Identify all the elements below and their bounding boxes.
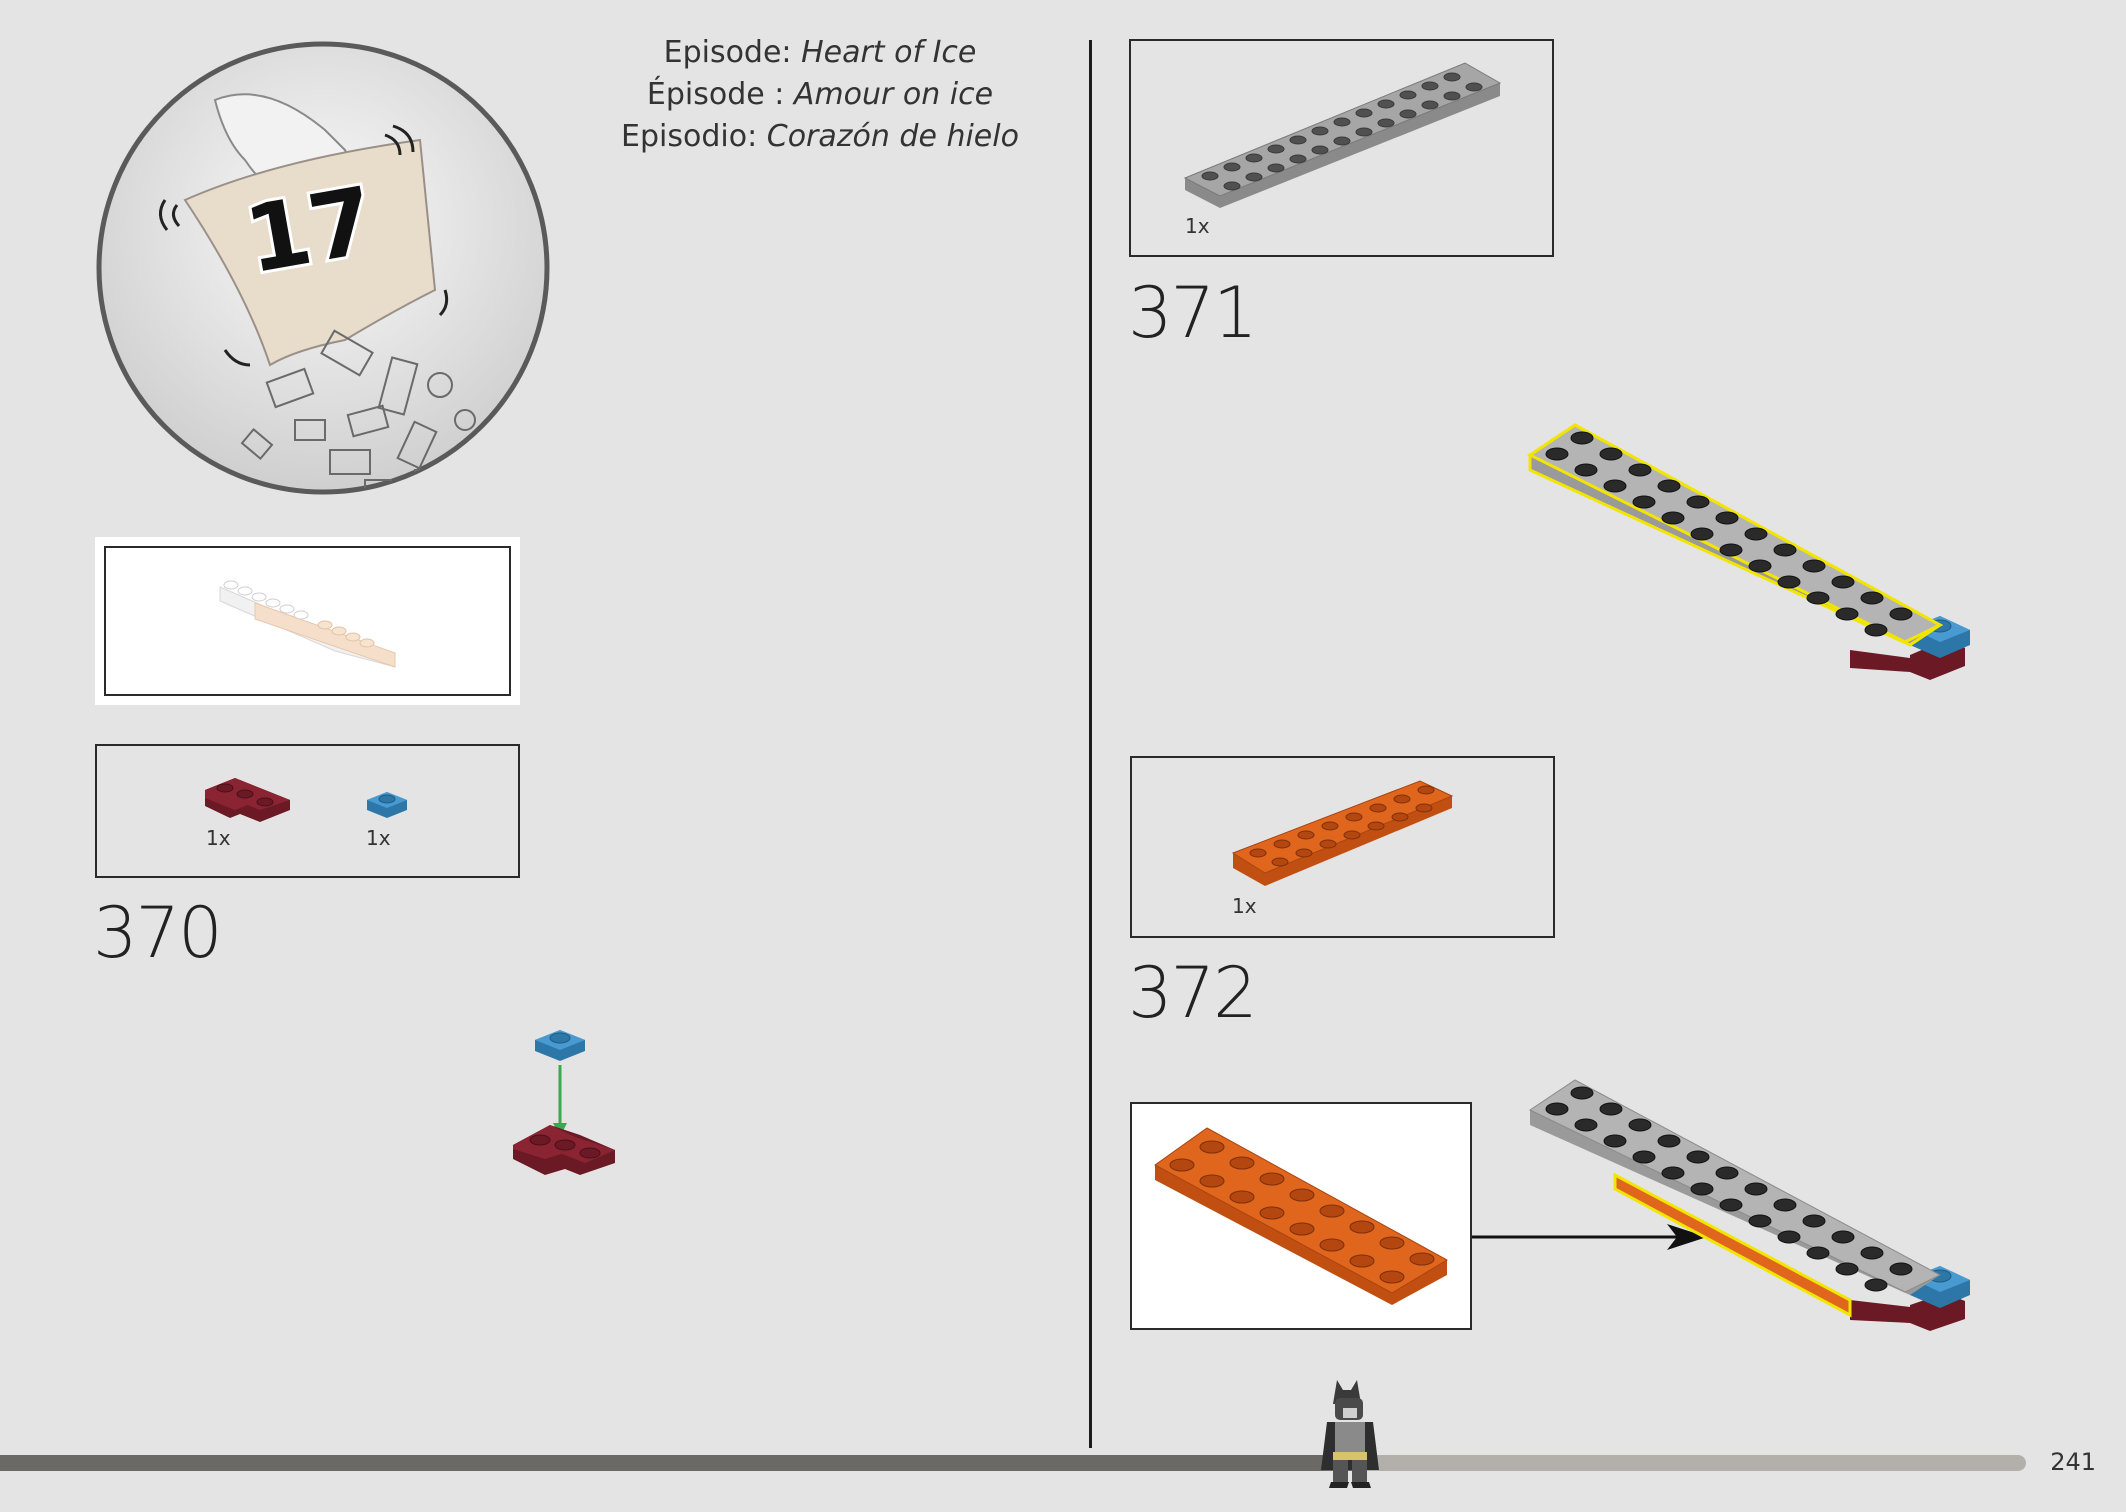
part-gray-plate-2x16 xyxy=(1183,62,1502,208)
episode-title-fr: Épisode : Amour on ice xyxy=(646,77,994,112)
episode-title: Episode: Heart of Ice Épisode : Amour on… xyxy=(560,32,1080,158)
episode-title-es: Episodio: Corazón de hielo xyxy=(621,119,1019,154)
part-qty: 1x xyxy=(1185,214,1210,238)
callout-orange-plate xyxy=(1154,1127,1449,1305)
page-divider xyxy=(1089,40,1092,1448)
bag-open-illustration: 17 xyxy=(96,41,550,495)
part-qty: 1x xyxy=(206,826,231,850)
bag-icon xyxy=(183,138,437,367)
parts-box-step-372 xyxy=(1130,756,1555,938)
episode-title-en: Episode: Heart of Ice xyxy=(663,35,977,70)
part-qty: 1x xyxy=(366,826,391,850)
step-number: 372 xyxy=(1128,952,1258,1034)
parts-box-step-370 xyxy=(95,744,520,878)
bag-number: 17 xyxy=(238,167,383,295)
step-372-build-diagram xyxy=(1528,1079,1970,1331)
step-371-build-diagram xyxy=(1527,423,1970,680)
part-dark-red-corner-plate xyxy=(205,778,290,822)
callout-arrow-icon xyxy=(1472,1224,1707,1250)
part-blue-plate xyxy=(367,792,407,818)
page-number: 241 xyxy=(2050,1448,2096,1476)
step-number: 370 xyxy=(93,892,223,974)
parts-box-step-371 xyxy=(1129,39,1554,257)
submodel-preview-box xyxy=(95,537,520,705)
step-370-build-diagram xyxy=(513,1030,615,1175)
shake-motion-icon xyxy=(159,124,449,367)
submodel-preview-image xyxy=(219,580,396,668)
part-orange-plate-2x8 xyxy=(1231,780,1454,886)
batman-figure-icon xyxy=(1321,1380,1379,1488)
step-number: 371 xyxy=(1128,272,1258,354)
part-qty: 1x xyxy=(1232,894,1257,918)
progress-fill xyxy=(0,1455,1357,1471)
